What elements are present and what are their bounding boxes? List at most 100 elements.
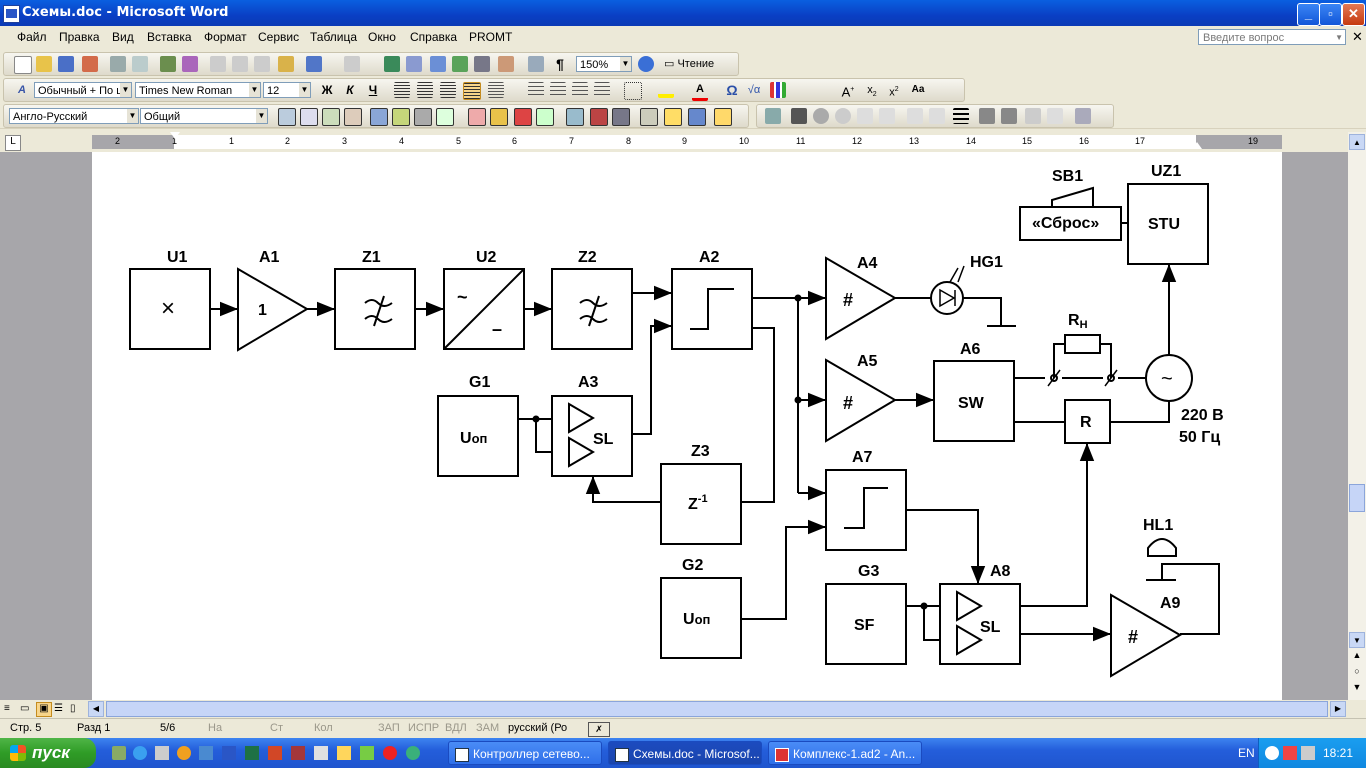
tools-icon[interactable] <box>612 108 630 126</box>
increase-indent-icon[interactable] <box>594 82 610 98</box>
contrast-down-icon[interactable] <box>835 108 851 124</box>
books-icon[interactable] <box>590 108 608 126</box>
user-dict-icon[interactable] <box>566 108 584 126</box>
columns-icon[interactable] <box>474 56 490 72</box>
tab-selector[interactable]: L <box>5 135 21 151</box>
text-wrap-icon[interactable] <box>1001 108 1017 124</box>
quicklaunch-desktop-icon[interactable] <box>112 746 126 760</box>
quicklaunch-access-icon[interactable] <box>291 746 305 760</box>
quicklaunch-globe-icon[interactable] <box>406 746 420 760</box>
task-complex[interactable]: Комплекс-1.ad2 - An... <box>768 741 922 765</box>
permissions-icon[interactable] <box>82 56 98 72</box>
equation-icon[interactable]: √α <box>747 84 761 96</box>
bold-button[interactable]: Ж <box>321 83 333 97</box>
indent-marker[interactable] <box>170 132 180 139</box>
insert-picture-icon[interactable] <box>765 108 781 124</box>
select-browse-object-button[interactable]: ○ <box>1354 666 1360 676</box>
menu-promt[interactable]: PROMT <box>469 30 513 44</box>
align-left-icon[interactable] <box>394 82 410 98</box>
close-document-icon[interactable]: ✕ <box>1352 29 1363 44</box>
quicklaunch-word-icon[interactable] <box>222 746 236 760</box>
word-doc-icon[interactable] <box>3 5 20 23</box>
quicklaunch-ie-icon[interactable] <box>133 746 147 760</box>
profile-icon[interactable] <box>468 108 486 126</box>
settings-icon[interactable] <box>414 108 432 126</box>
cut-icon[interactable] <box>210 56 226 72</box>
hscroll-thumb[interactable] <box>106 701 1328 717</box>
show-hide-icon[interactable]: ¶ <box>556 56 564 72</box>
subscript-icon[interactable]: x2 <box>867 84 877 99</box>
tray-network-icon[interactable] <box>1283 746 1297 760</box>
hscroll-right-button[interactable]: ▶ <box>1330 701 1346 717</box>
document-map-icon[interactable] <box>528 56 544 72</box>
previous-page-button[interactable]: ▲ <box>1352 650 1362 660</box>
align-center-icon[interactable] <box>417 82 433 98</box>
chevron-down-icon[interactable]: ▼ <box>127 109 138 123</box>
tray-back-icon[interactable] <box>1265 746 1279 760</box>
zoom-select[interactable]: 150% ▼ <box>576 56 632 72</box>
right-indent-marker[interactable] <box>1192 142 1202 149</box>
research-icon[interactable] <box>182 56 198 72</box>
insert-table-icon[interactable] <box>430 56 446 72</box>
restore-button[interactable]: ▫ <box>1319 3 1342 26</box>
paste-icon[interactable] <box>254 56 270 72</box>
quicklaunch-cleaner-icon[interactable] <box>155 746 169 760</box>
superscript-icon[interactable]: x2 <box>889 86 899 99</box>
save-icon[interactable] <box>58 56 74 72</box>
close-button[interactable]: ✕ <box>1342 3 1365 26</box>
chevron-down-icon[interactable]: ▼ <box>120 83 131 97</box>
folder-icon[interactable] <box>392 108 410 126</box>
justify-icon[interactable] <box>463 82 481 100</box>
tray-shield-icon[interactable] <box>1301 746 1315 760</box>
copy-icon[interactable] <box>232 56 248 72</box>
scroll-thumb[interactable] <box>1349 484 1365 512</box>
size-select[interactable]: 12 ▼ <box>263 82 311 98</box>
menu-help[interactable]: Справка <box>410 30 458 44</box>
chevron-down-icon[interactable]: ▼ <box>1335 33 1343 42</box>
highlight-icon[interactable] <box>658 82 674 98</box>
options-icon[interactable] <box>640 108 658 126</box>
font-select[interactable]: Times New Roman ▼ <box>135 82 261 98</box>
quicklaunch-powerpoint-icon[interactable] <box>268 746 282 760</box>
style-select[interactable]: Обычный + По ц ▼ <box>34 82 132 98</box>
dictionary-icon[interactable] <box>370 108 388 126</box>
vertical-scrollbar[interactable]: ▲ ▼ ▲ ○ ▼ <box>1348 132 1366 700</box>
translate-icon[interactable] <box>278 108 296 126</box>
web-view-icon[interactable]: ▭ <box>20 703 30 714</box>
transparent-icon[interactable] <box>1047 108 1063 124</box>
help-promt-icon[interactable] <box>688 108 706 126</box>
status-ext[interactable]: ВДЛ <box>445 722 467 734</box>
normal-view-icon[interactable]: ≡ <box>4 703 10 714</box>
hscroll-left-button[interactable]: ◀ <box>88 701 104 717</box>
quicklaunch-media-icon[interactable] <box>177 746 191 760</box>
translate-all-icon[interactable] <box>300 108 318 126</box>
menu-window[interactable]: Окно <box>368 30 396 44</box>
chevron-down-icon[interactable]: ▼ <box>249 83 260 97</box>
line-style-icon[interactable] <box>953 108 969 124</box>
active-tool-icon[interactable] <box>714 108 732 126</box>
outline-view-icon[interactable]: ☰ <box>54 703 63 714</box>
quicklaunch-opera-icon[interactable] <box>199 746 213 760</box>
quicklaunch-opera-red-icon[interactable] <box>383 746 397 760</box>
task-word-document[interactable]: Схемы.doc - Microsof... <box>608 741 762 765</box>
check-icon[interactable] <box>436 108 454 126</box>
translate-back-icon[interactable] <box>344 108 362 126</box>
print-preview-icon[interactable] <box>132 56 148 72</box>
menu-edit[interactable]: Правка <box>59 30 100 44</box>
question-box[interactable]: Введите вопрос ▼ <box>1198 29 1346 45</box>
change-case-icon[interactable]: Aa <box>911 84 925 95</box>
hyperlink-icon[interactable] <box>384 56 400 72</box>
quicklaunch-excel-icon[interactable] <box>245 746 259 760</box>
quicklaunch-app-icon[interactable] <box>360 746 374 760</box>
chart-icon[interactable] <box>770 82 786 98</box>
translate-forward-icon[interactable] <box>322 108 340 126</box>
reading-view-icon[interactable]: ▯ <box>70 703 76 714</box>
subject-select[interactable]: Общий ▼ <box>140 108 268 124</box>
edit-icon[interactable] <box>536 108 554 126</box>
next-page-button[interactable]: ▼ <box>1352 682 1362 692</box>
scroll-down-button[interactable]: ▼ <box>1349 632 1365 648</box>
brightness-up-icon[interactable] <box>857 108 873 124</box>
decrease-indent-icon[interactable] <box>572 82 588 98</box>
spelling-status-icon[interactable]: ✗ <box>588 722 610 737</box>
